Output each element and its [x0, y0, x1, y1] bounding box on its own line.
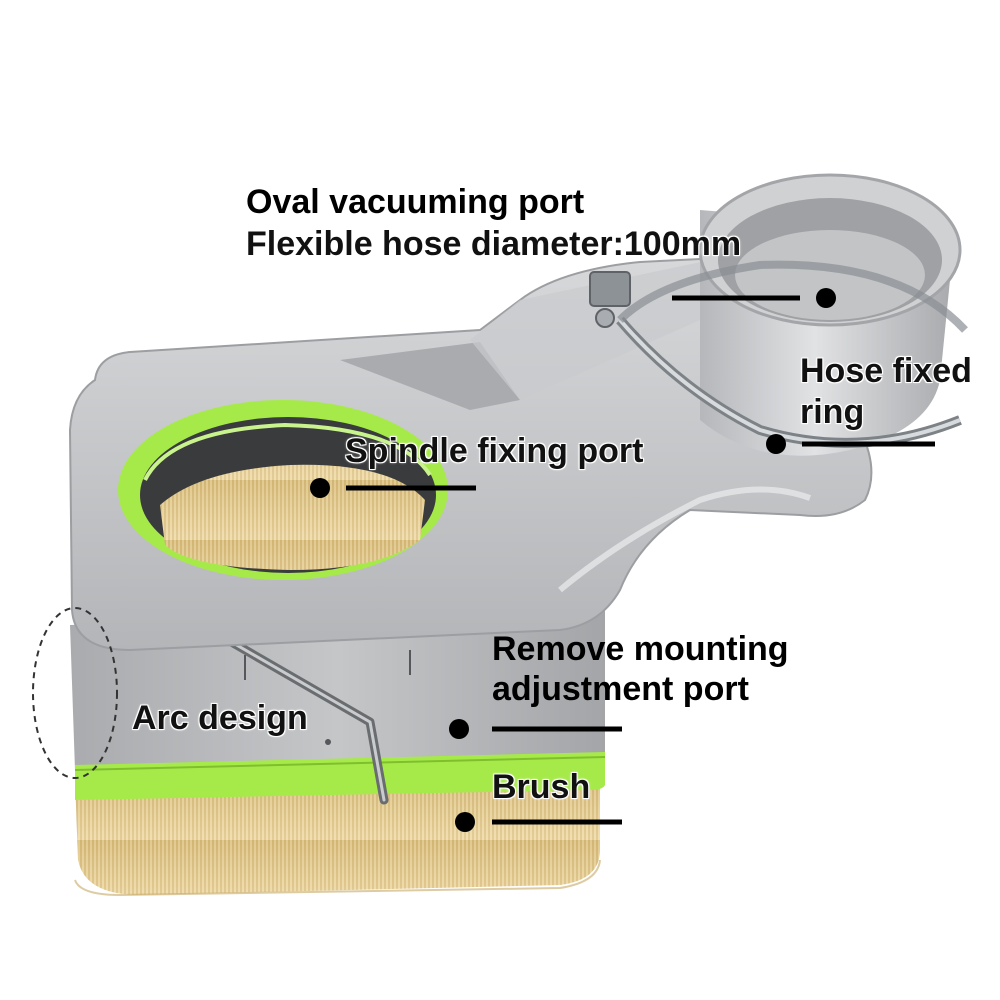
arc-design-label: Arc design — [132, 699, 308, 737]
arc-highlight — [32, 607, 118, 779]
spindle-port-label: Spindle fixing port — [345, 432, 644, 470]
brush-label: Brush — [492, 768, 591, 806]
callout-dot-oval-port — [816, 288, 836, 308]
hex-wrench — [223, 635, 389, 805]
hose-ring-label-line1: Hose fixed — [800, 352, 972, 390]
brush-bristles — [74, 780, 601, 897]
oval-port-label: Oval vacuuming port — [246, 183, 585, 221]
callout-dot-hose-ring — [766, 434, 786, 454]
callout-dot-mount-port — [449, 719, 469, 739]
mount-port-label-line2: adjustment port — [492, 670, 749, 708]
spindle-port — [118, 400, 448, 580]
hose-clamp — [589, 260, 968, 448]
vacuum-pipe — [698, 173, 962, 456]
mount-port-label-line1: Remove mounting — [492, 630, 789, 668]
hose-diameter-label: Flexible hose diameter:100mm — [246, 225, 742, 263]
hose-ring-label-line2: ring — [800, 393, 865, 431]
callout-dot-spindle-port — [310, 478, 330, 498]
callout-markers — [310, 288, 935, 832]
skirt-housing — [70, 610, 606, 800]
callout-dot-brush — [455, 812, 475, 832]
